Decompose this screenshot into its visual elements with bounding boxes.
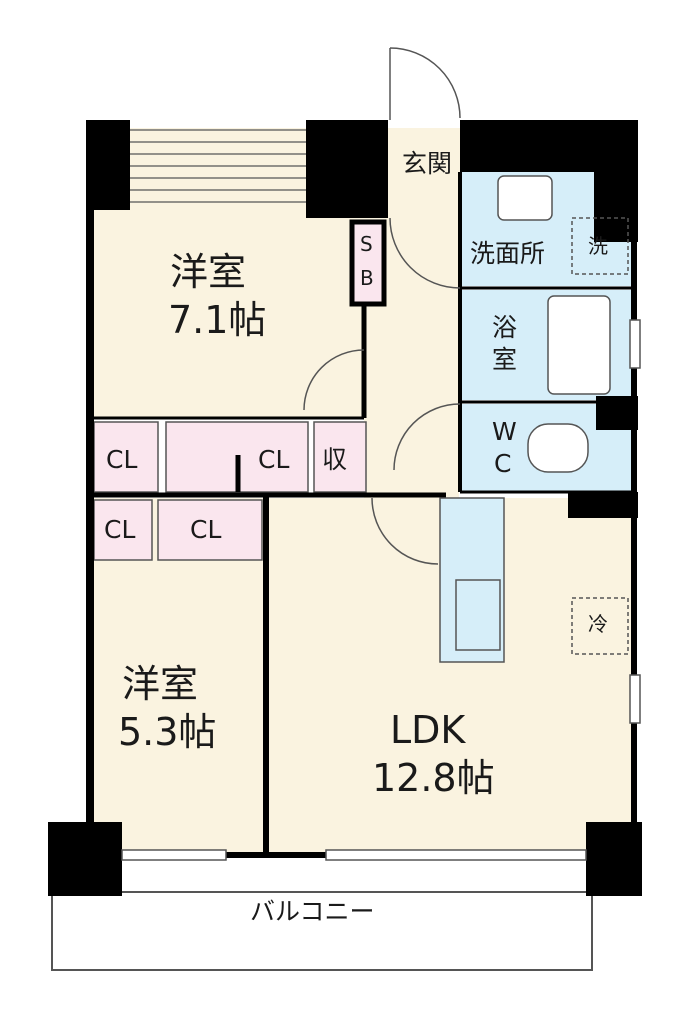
washroom-label: 洗面所	[470, 239, 546, 268]
structural-walls	[48, 120, 642, 896]
sb-label-top: S	[360, 232, 373, 256]
bathtub	[547, 295, 611, 395]
closet-1-fill	[93, 421, 159, 493]
ldk-name: LDK	[390, 708, 466, 752]
closet-3-label: CL	[104, 515, 136, 544]
entrance-floor	[390, 128, 460, 218]
bath-label-top: 浴	[492, 313, 518, 342]
window-stripes	[130, 129, 306, 203]
ldk-size: 12.8帖	[372, 756, 495, 800]
windows	[121, 319, 641, 861]
shoebox-fill	[349, 219, 387, 307]
wc-label-bottom: C	[494, 449, 512, 478]
fridge-space	[571, 597, 629, 655]
closet-1-label: CL	[106, 445, 138, 474]
washer-space	[571, 217, 629, 275]
door-swings	[303, 47, 461, 565]
kitchen-sink	[455, 579, 501, 651]
storage-label: 収	[322, 445, 348, 474]
closet-4-label: CL	[190, 515, 222, 544]
closet-2-label: CL	[258, 445, 290, 474]
toilet	[527, 423, 589, 473]
entrance-label: 玄関	[402, 149, 453, 178]
western-room-1-size: 7.1帖	[168, 298, 267, 342]
bath-label-bottom: 室	[492, 345, 518, 374]
western-room-1-name: 洋室	[170, 250, 247, 294]
fridge-label: 冷	[588, 612, 608, 636]
washbasin	[497, 175, 553, 221]
western-room-2-name: 洋室	[122, 662, 199, 706]
sb-label-bottom: B	[360, 266, 374, 290]
balcony-area	[51, 891, 593, 971]
storage-fill	[313, 421, 367, 493]
balcony-label: バルコニー	[250, 897, 375, 926]
western-room-2-size: 5.3帖	[118, 710, 217, 754]
washer-label: 洗	[588, 234, 608, 258]
closet-4-fill	[157, 499, 263, 561]
wc-label-top: W	[492, 417, 517, 446]
